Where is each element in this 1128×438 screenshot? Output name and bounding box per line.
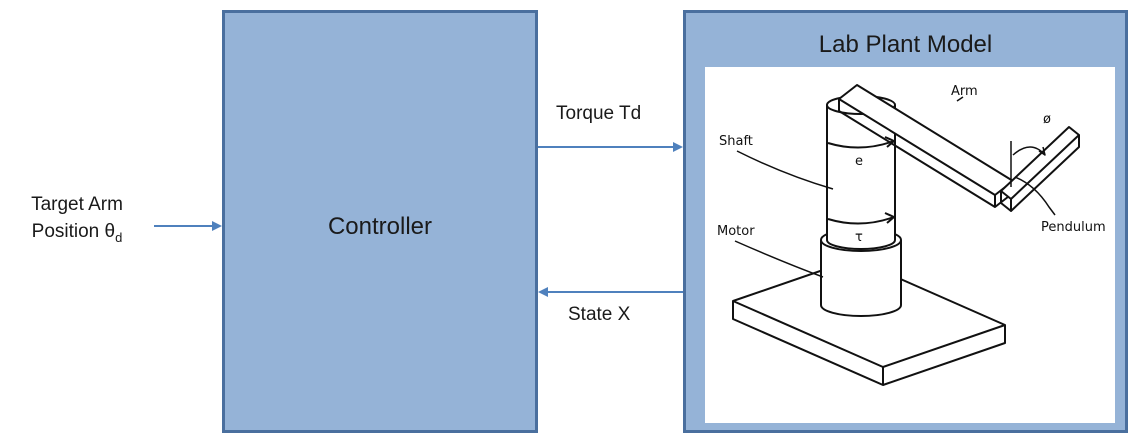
plant-illustration: Arm Shaft Motor Pendulum ø e τ (705, 67, 1115, 423)
tau-label: τ (855, 230, 863, 245)
shaft-label: Shaft (719, 134, 753, 149)
arm-label: Arm (951, 84, 978, 99)
pendulum-leader-line (1014, 176, 1056, 216)
controller-label: Controller (327, 213, 433, 240)
target-arm-position-label: Target Arm Position θd (2, 191, 152, 251)
pendulum-label: Pendulum (1041, 220, 1106, 235)
motor-body (820, 240, 902, 317)
target-label-line1: Target Arm (31, 194, 123, 215)
theta-arrow-head (884, 136, 895, 148)
state-label: State X (568, 304, 631, 325)
phi-label: ø (1043, 112, 1051, 127)
motor-label: Motor (717, 224, 755, 239)
tau-arrow-head (884, 212, 895, 224)
arm-leader-line (956, 96, 964, 102)
torque-label: Torque Td (556, 103, 642, 124)
shaft-leader-line (736, 150, 834, 190)
pendulum-apparatus-drawing: Arm Shaft Motor Pendulum ø e τ (717, 84, 1106, 386)
controller-block: Controller (222, 10, 538, 433)
phi-arrow-head (1038, 146, 1046, 156)
theta-rotation-arc (827, 140, 895, 149)
theta-label: e (855, 154, 863, 169)
shaft-body (826, 105, 896, 250)
theta-subscript: d (115, 229, 123, 245)
motor-leader-line (734, 240, 824, 278)
plant-model-title: Lab Plant Model (818, 31, 993, 58)
target-label-line2: Position (31, 221, 105, 242)
tau-rotation-arc (827, 216, 895, 225)
theta-symbol: θ (104, 221, 116, 242)
plant-model-block: Lab Plant Model (683, 10, 1128, 433)
